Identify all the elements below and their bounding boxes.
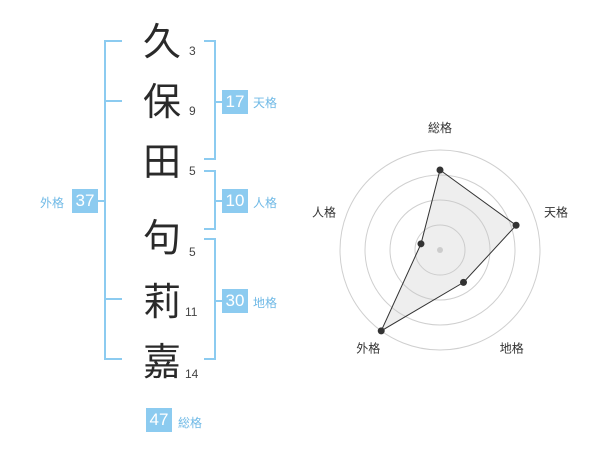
radar-axis-label: 地格 (500, 341, 524, 356)
name-char-5: 莉 (142, 280, 181, 324)
stroke-count-5: 11 (185, 305, 198, 319)
jinkaku-value: 10 (222, 189, 248, 213)
name-char-2: 保 (142, 80, 181, 124)
name-char-1: 久 (142, 20, 181, 64)
radar-center-dot (437, 247, 443, 253)
radar-axis-label: 外格 (356, 341, 380, 356)
chikaku-value: 30 (222, 289, 248, 313)
radar-points (377, 166, 520, 335)
radar-area (380, 169, 517, 333)
tenkaku-label: 天格 (253, 96, 278, 110)
tenkaku-value: 17 (222, 90, 248, 114)
soukaku-label: 総格 (178, 416, 203, 430)
stroke-count-2: 9 (189, 104, 196, 118)
stroke-count-4: 5 (189, 245, 196, 259)
stroke-count-3: 5 (189, 164, 196, 178)
name-char-3: 田 (142, 140, 181, 184)
chikaku-label: 地格 (253, 296, 278, 310)
radar-point (417, 240, 425, 248)
radar-point (436, 166, 444, 174)
jinkaku-label: 人格 (253, 196, 278, 210)
radar-point (460, 278, 468, 286)
radar-rings (339, 149, 541, 351)
gaikaku-value: 37 (72, 189, 98, 213)
radar-axis-label: 総格 (428, 120, 452, 135)
radar-ring (339, 149, 541, 351)
soukaku-value: 47 (146, 408, 172, 432)
gaikaku-label: 外格 (40, 196, 65, 210)
radar-ring (364, 174, 516, 326)
radar-axis-label: 天格 (544, 204, 568, 219)
name-char-4: 句 (142, 216, 181, 260)
name-char-6: 嘉 (142, 340, 181, 384)
radar-point (377, 327, 385, 335)
stroke-count-6: 14 (185, 367, 199, 381)
radar-ring (414, 224, 466, 276)
radar-ring (389, 199, 491, 301)
radar-point (512, 221, 520, 229)
radar-axis-label: 人格 (312, 204, 336, 219)
stroke-count-1: 3 (189, 44, 196, 58)
